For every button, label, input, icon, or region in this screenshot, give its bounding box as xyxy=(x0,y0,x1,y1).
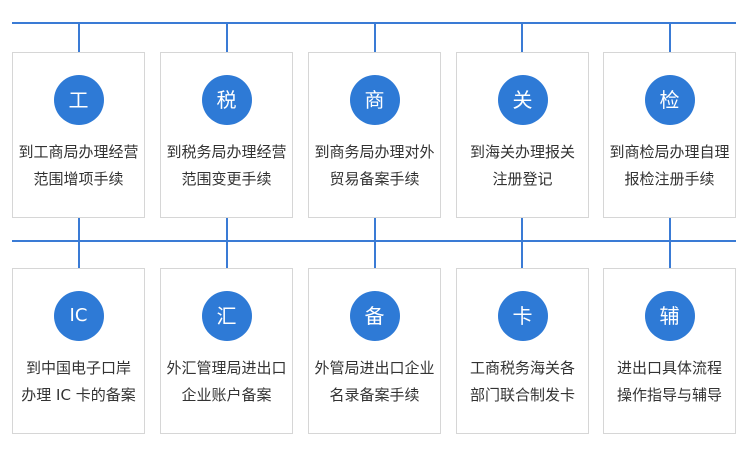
step-description-line: 操作指导与辅导 xyxy=(616,386,722,404)
connector-stem xyxy=(521,22,523,53)
step-icon-badge: 税 xyxy=(201,75,252,125)
step-description-line: 到税务局办理经营 xyxy=(166,143,287,161)
step-description-line: 注册登记 xyxy=(492,170,553,188)
step-description-line: 名录备案手续 xyxy=(329,386,420,404)
step-description-line: 工商税务海关各 xyxy=(469,359,575,377)
step-card-inspection-bureau: 检 到商检局办理自理 报检注册手续 xyxy=(603,52,736,218)
step-description-line: 报检注册手续 xyxy=(624,170,715,188)
step-description: 到中国电子口岸 办理 IC 卡的备案 xyxy=(15,355,142,409)
step-description-line: 进出口具体流程 xyxy=(616,359,722,377)
step-description: 到税务局办理经营 范围变更手续 xyxy=(163,139,290,193)
step-description: 到工商局办理经营 范围增项手续 xyxy=(15,139,142,193)
step-description-line: 外汇管理局进出口 xyxy=(166,359,287,377)
step-icon-badge: 检 xyxy=(644,75,695,125)
step-description-line: 企业账户备案 xyxy=(181,386,272,404)
step-description-line: 范围变更手续 xyxy=(181,170,272,188)
step-description: 外管局进出口企业 名录备案手续 xyxy=(311,355,438,409)
step-icon-badge: 关 xyxy=(497,75,548,125)
step-icon-badge: 工 xyxy=(53,75,104,125)
connector-stem xyxy=(78,218,80,269)
connector-stem xyxy=(78,22,80,53)
step-card-foreign-exchange: 汇 外汇管理局进出口 企业账户备案 xyxy=(160,268,293,434)
connector-stem xyxy=(669,22,671,53)
connector-stem xyxy=(521,218,523,269)
connector-stem xyxy=(374,218,376,269)
step-description-line: 办理 IC 卡的备案 xyxy=(21,386,136,404)
step-card-commerce-bureau: 商 到商务局办理对外 贸易备案手续 xyxy=(308,52,441,218)
step-icon-badge: 汇 xyxy=(201,291,252,341)
step-description-line: 到工商局办理经营 xyxy=(18,143,139,161)
step-description: 进出口具体流程 操作指导与辅导 xyxy=(606,355,733,409)
step-icon-badge: 备 xyxy=(349,291,400,341)
step-description-line: 贸易备案手续 xyxy=(329,170,420,188)
step-icon-badge: 辅 xyxy=(644,291,695,341)
connector-stem xyxy=(226,218,228,269)
step-description-line: 外管局进出口企业 xyxy=(314,359,435,377)
step-icon-badge: IC xyxy=(53,291,104,341)
step-card-business-registration: 工 到工商局办理经营 范围增项手续 xyxy=(12,52,145,218)
step-description-line: 到海关办理报关 xyxy=(469,143,575,161)
step-card-enterprise-list: 备 外管局进出口企业 名录备案手续 xyxy=(308,268,441,434)
step-description-line: 到商务局办理对外 xyxy=(314,143,435,161)
step-icon-badge: 商 xyxy=(349,75,400,125)
step-card-customs: 关 到海关办理报关 注册登记 xyxy=(456,52,589,218)
connector-stem xyxy=(669,218,671,269)
step-icon-badge: 卡 xyxy=(497,291,548,341)
step-description-line: 范围增项手续 xyxy=(33,170,124,188)
step-description: 到海关办理报关 注册登记 xyxy=(459,139,586,193)
connector-stem xyxy=(374,22,376,53)
step-description-line: 部门联合制发卡 xyxy=(469,386,575,404)
connector-stem xyxy=(226,22,228,53)
step-description: 外汇管理局进出口 企业账户备案 xyxy=(163,355,290,409)
step-card-guidance: 辅 进出口具体流程 操作指导与辅导 xyxy=(603,268,736,434)
step-card-ic-card: IC 到中国电子口岸 办理 IC 卡的备案 xyxy=(12,268,145,434)
step-description-line: 到中国电子口岸 xyxy=(25,359,131,377)
step-description: 到商务局办理对外 贸易备案手续 xyxy=(311,139,438,193)
step-card-joint-card: 卡 工商税务海关各 部门联合制发卡 xyxy=(456,268,589,434)
step-description-line: 到商检局办理自理 xyxy=(609,143,730,161)
step-card-tax-bureau: 税 到税务局办理经营 范围变更手续 xyxy=(160,52,293,218)
step-description: 工商税务海关各 部门联合制发卡 xyxy=(459,355,586,409)
step-description: 到商检局办理自理 报检注册手续 xyxy=(606,139,733,193)
